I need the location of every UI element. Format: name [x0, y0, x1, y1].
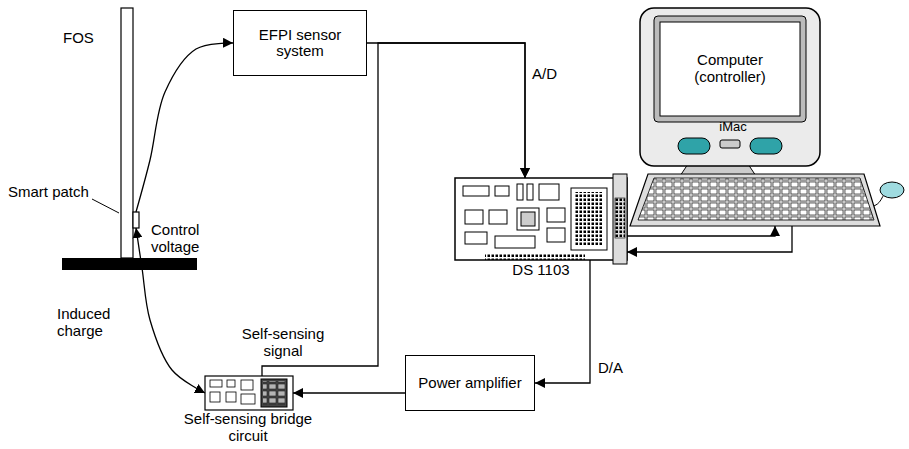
connector [627, 226, 792, 252]
cantilever-beam [121, 8, 133, 258]
controller-board-part [613, 174, 627, 264]
bridge-circuit-board-part [205, 376, 293, 410]
computer-illustration-part [640, 8, 820, 166]
annotation-label: Induced charge [56, 306, 138, 339]
controller-board-part [615, 198, 625, 238]
bridge-circuit-board-part [241, 380, 253, 390]
node-text: EFPI sensor system [242, 27, 358, 60]
cantilever-beam-part [121, 8, 133, 258]
smart-patch-shape [133, 212, 139, 228]
board-label: DS 1103 [455, 262, 627, 282]
controller-board-part [521, 212, 535, 226]
computer-illustration-part [660, 22, 800, 116]
board-label: Self-sensing bridge circuit [178, 411, 318, 447]
computer-illustration-part [750, 138, 782, 154]
clamp-base [62, 258, 197, 270]
bridge-circuit-board-part [263, 381, 285, 405]
computer-illustration [630, 8, 904, 226]
controller-board-part [571, 188, 607, 250]
node-text: Self-sensing bridge circuit [178, 411, 318, 444]
controller-board-part [517, 184, 523, 200]
node-text: Computer (controller) [660, 52, 800, 85]
bridge-circuit-board-part [226, 392, 236, 402]
controller-board-part [539, 184, 559, 200]
connector [367, 43, 525, 178]
connector [136, 43, 233, 212]
signal-label: A/D [531, 66, 558, 83]
signal-label: D/A [597, 360, 624, 377]
controller-board-part [517, 208, 539, 230]
connector [535, 260, 590, 383]
controller-board-part [527, 184, 533, 200]
controller-board-part [547, 208, 565, 222]
controller-board-part [463, 186, 489, 196]
computer-illustration-part [880, 182, 904, 198]
controller-board-part [495, 186, 509, 196]
bridge-circuit-board-part [227, 380, 235, 387]
computer-illustration-part [638, 178, 874, 220]
controller-board-part [465, 210, 483, 224]
node-text: DS 1103 [455, 262, 627, 279]
computer-illustration-part [630, 174, 880, 226]
process-box: EFPI sensor system [233, 10, 367, 76]
node-text: Power amplifier [418, 375, 521, 392]
controller-board-part [495, 236, 535, 248]
computer-illustration-part [678, 138, 710, 154]
controller-board [455, 174, 627, 264]
connector [293, 392, 405, 393]
bridge-circuit-board [205, 376, 293, 410]
signal-label: FOS [62, 30, 95, 47]
process-box: Power amplifier [405, 355, 535, 411]
node-text: Smart patch [8, 184, 94, 201]
smart-patch-shape-part [133, 212, 139, 228]
computer-illustration-part [720, 140, 740, 148]
part-label: Smart patch [8, 184, 94, 204]
controller-board-part [455, 178, 627, 260]
bridge-circuit-board-part [261, 379, 287, 407]
controller-board-part [465, 232, 487, 244]
bridge-circuit-board-part [241, 394, 255, 404]
controller-board-part [485, 254, 585, 260]
signal-label: Self-sensing signal [230, 326, 336, 359]
bridge-circuit-board-part [210, 380, 222, 387]
connector [627, 226, 775, 236]
controller-board-part [489, 210, 507, 224]
bridge-circuit-board-part [210, 392, 220, 402]
computer-illustration-part [654, 16, 806, 122]
leader-line-part [92, 199, 119, 213]
annotation-label: Control voltage [150, 222, 214, 255]
brand-text: iMac [708, 120, 758, 134]
leader-line [92, 199, 119, 213]
controller-board-part [575, 192, 603, 246]
clamp-base-part [62, 258, 197, 270]
controller-board-part [547, 228, 565, 242]
computer-node: Computer (controller) iMac [628, 6, 906, 226]
